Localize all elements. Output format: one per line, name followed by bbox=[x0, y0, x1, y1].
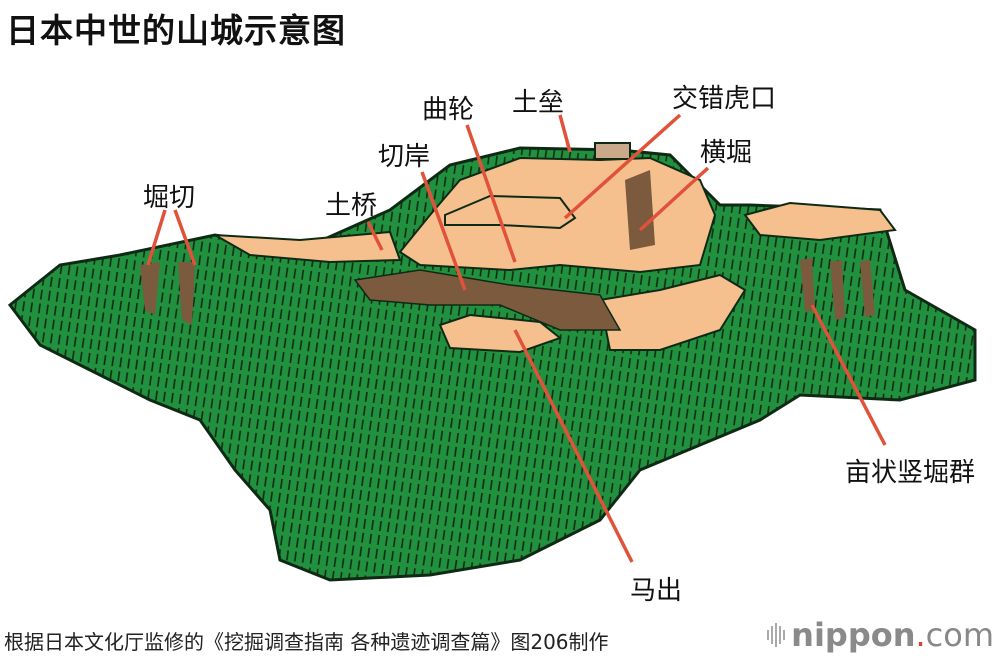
label-kuichigai-koguchi: 交错虎口 bbox=[672, 84, 777, 114]
logo-bars-icon bbox=[767, 623, 786, 647]
label-horikiri: 堀切 bbox=[143, 183, 196, 213]
horikiri-ditch bbox=[140, 262, 195, 325]
label-dobashi: 土桥 bbox=[325, 191, 378, 221]
label-kuruwa: 曲轮 bbox=[422, 95, 475, 125]
label-yokobori: 横堀 bbox=[700, 138, 753, 168]
yokobori-ditch bbox=[353, 269, 622, 331]
lower-ring-flat bbox=[598, 273, 747, 351]
label-uneshiki-tatebori: 亩状竖堀群 bbox=[845, 458, 976, 488]
yokobori-cut bbox=[625, 170, 655, 250]
umadashi-flat bbox=[438, 313, 563, 354]
logo-text: nippon.com bbox=[791, 616, 994, 654]
logo-suffix: com bbox=[925, 616, 994, 654]
tatebori-ditches bbox=[800, 258, 875, 320]
logo-dot: . bbox=[915, 616, 926, 654]
inner-kuruwa bbox=[444, 194, 577, 230]
source-caption: 根据日本文化厅监修的《挖掘调查指南 各种遗迹调查篇》图206制作 bbox=[4, 630, 609, 654]
logo-name: nippon bbox=[791, 616, 916, 654]
label-umadashi: 马出 bbox=[630, 576, 683, 606]
right-flat bbox=[743, 201, 897, 242]
leader-lines bbox=[146, 113, 887, 563]
label-dorui: 土垒 bbox=[512, 88, 565, 118]
dorui-gate bbox=[594, 142, 631, 160]
left-flat bbox=[214, 230, 402, 264]
label-kirigishi: 切岸 bbox=[378, 142, 431, 172]
page-title: 日本中世的山城示意图 bbox=[6, 11, 346, 50]
nippon-logo: nippon.com bbox=[767, 616, 994, 654]
